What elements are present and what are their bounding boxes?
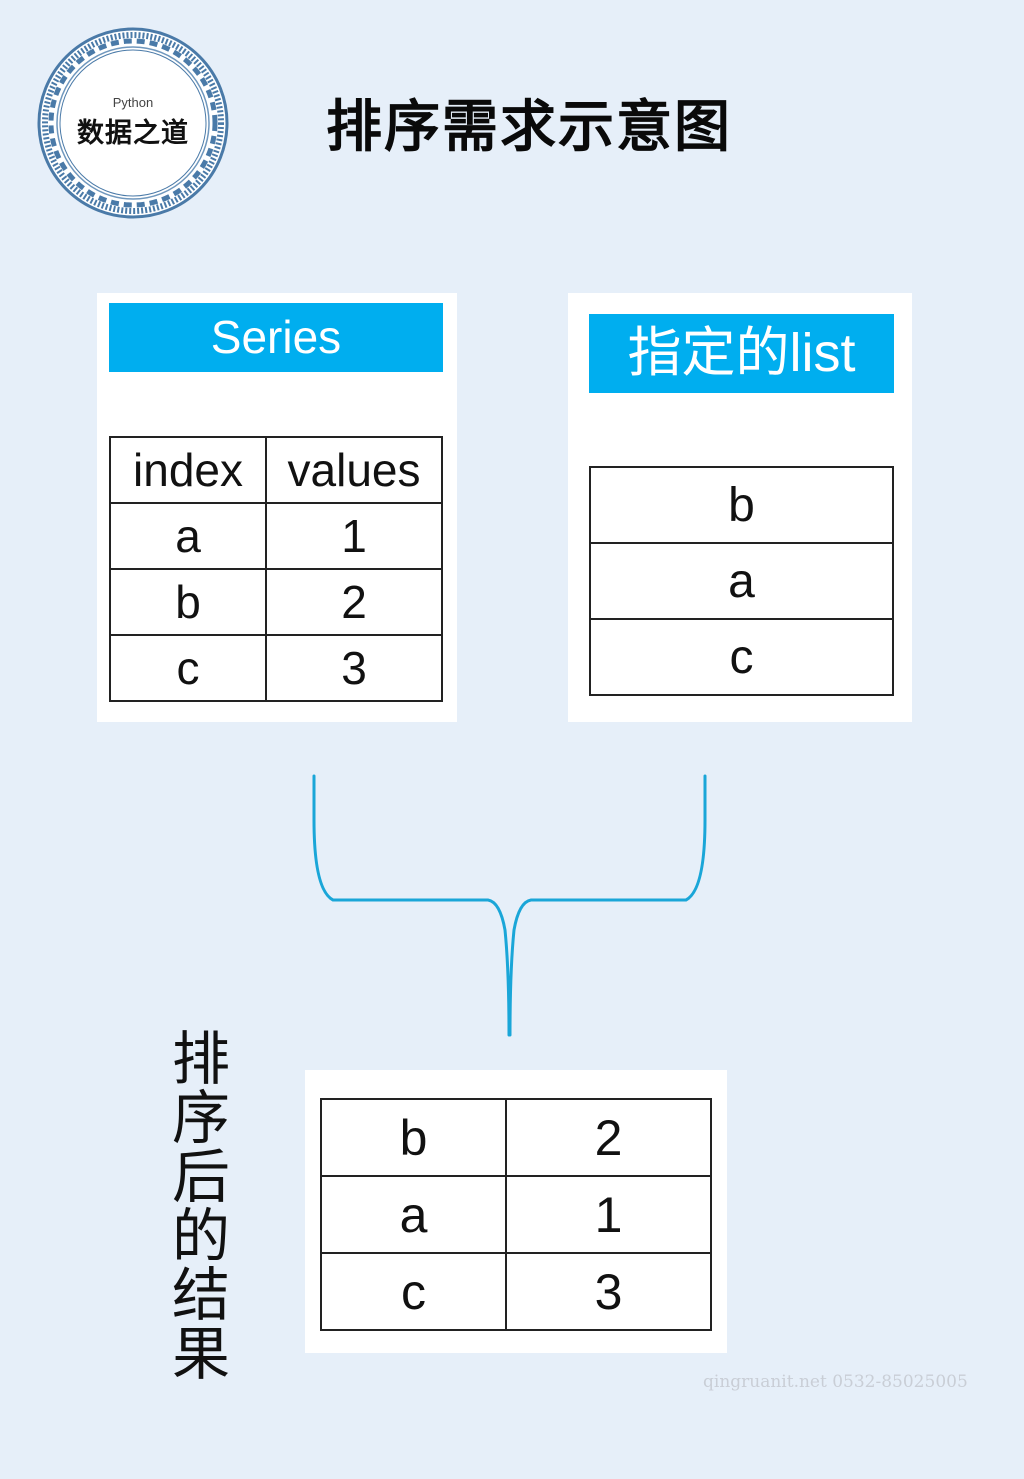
index-cell: a [109,502,267,570]
index-cell: c [320,1252,507,1331]
page-title: 排序需求示意图 [326,95,732,160]
value-cell: 2 [505,1098,712,1177]
logo-main-text: 数据之道 [77,118,189,149]
column-header-values: values [265,436,443,504]
table-row: b 2 [109,568,443,636]
list-header: 指定的list [589,314,894,393]
value-cell: 1 [265,502,443,570]
table-row: b [589,466,894,544]
table-row: a 1 [109,502,443,570]
column-header-index: index [109,436,267,504]
list-item: a [589,542,894,620]
series-panel: Series index values a 1 b 2 c 3 [97,293,457,722]
index-cell: c [109,634,267,702]
merge-brace-connector [300,760,720,1050]
brace-icon [312,774,707,1037]
list-item: c [589,618,894,696]
value-cell: 3 [265,634,443,702]
table-row: c 3 [109,634,443,702]
value-cell: 3 [505,1252,712,1331]
result-table: b 2 a 1 c 3 [320,1098,712,1331]
index-cell: b [320,1098,507,1177]
index-cell: b [109,568,267,636]
value-cell: 1 [505,1175,712,1254]
logo-seal: Python 数据之道 [37,27,229,219]
table-row: c 3 [320,1252,712,1331]
result-label: 排序后的结果 [171,1025,230,1388]
table-row: a [589,542,894,620]
list-panel: 指定的list b a c [568,293,912,722]
list-item: b [589,466,894,544]
seal-ring-icon [37,27,229,219]
series-table: index values a 1 b 2 c 3 [109,436,443,702]
table-row: a 1 [320,1175,712,1254]
watermark: qingruanit.net 0532-85025005 [703,1372,968,1392]
table-row: b 2 [320,1098,712,1177]
logo-python-text: Python [112,95,154,110]
index-cell: a [320,1175,507,1254]
table-row: c [589,618,894,696]
list-table: b a c [589,466,894,696]
result-panel: b 2 a 1 c 3 [305,1070,727,1353]
series-header: Series [109,303,443,372]
value-cell: 2 [265,568,443,636]
table-header-row: index values [109,436,443,504]
